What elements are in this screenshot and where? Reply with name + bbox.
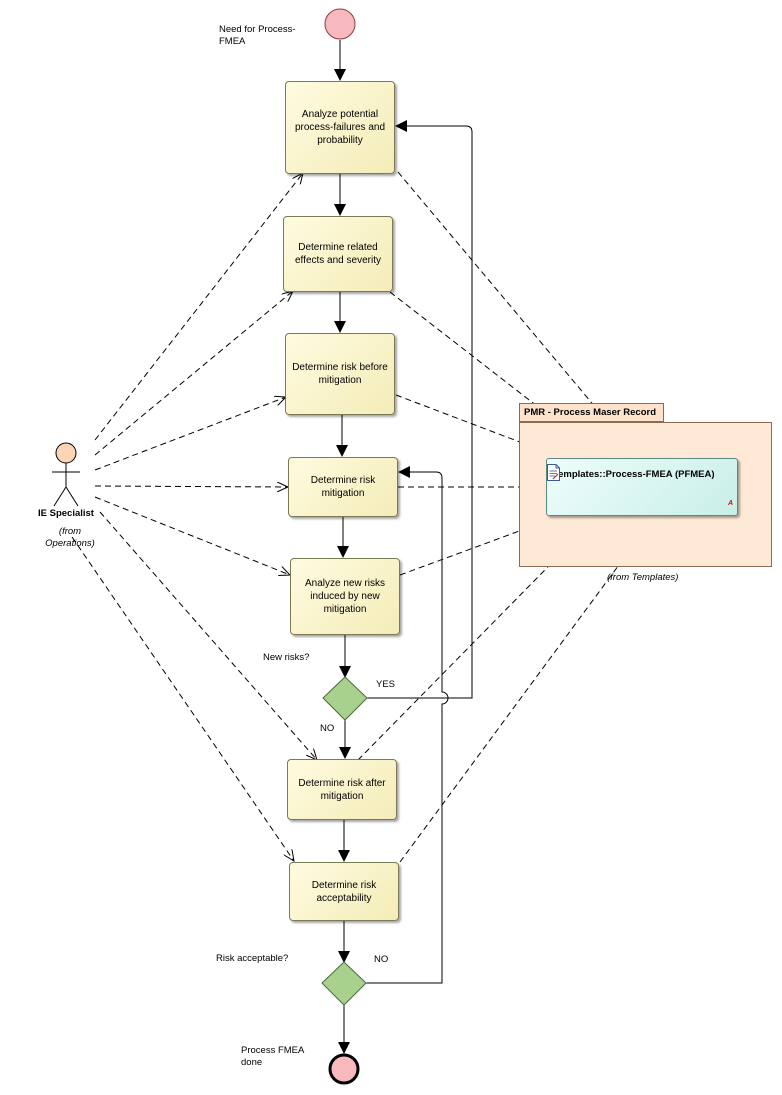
decision-new-risks[interactable] — [322, 676, 368, 721]
end-label: Process FMEA done — [241, 1045, 304, 1068]
artifact-marker: A — [727, 500, 733, 507]
artifact-origin: (from Templates) — [607, 572, 679, 583]
start-node[interactable] — [324, 8, 356, 40]
end-node[interactable] — [328, 1053, 360, 1085]
activity-risk-mitigation[interactable]: Determine risk mitigation — [288, 457, 398, 517]
actor-origin: (from Operations) — [45, 526, 95, 549]
actor-figure[interactable] — [52, 442, 80, 507]
new-risks-no-label: NO — [320, 723, 335, 734]
activity-acceptability[interactable]: Determine risk acceptability — [289, 862, 399, 921]
document-icon — [547, 464, 560, 481]
package-tab[interactable]: PMR - Process Maser Record — [519, 403, 664, 422]
activity-new-risks[interactable]: Analyze new risks induced by new mitigat… — [290, 558, 400, 635]
activity-analyze-failures[interactable]: Analyze potential process-failures and p… — [285, 81, 395, 174]
control-flows — [334, 40, 473, 1054]
actor-name: IE Specialist — [38, 508, 94, 519]
activity-effects-severity[interactable]: Determine related effects and severity — [283, 216, 393, 292]
artifact-label: Templates::Process-FMEA (PFMEA) — [553, 469, 715, 480]
start-label: Need for Process-FMEA — [219, 24, 296, 47]
artifact-pfmea[interactable]: Templates::Process-FMEA (PFMEA) A — [546, 458, 738, 516]
new-risks-label: New risks? — [263, 652, 310, 663]
new-risks-yes-label: YES — [376, 679, 396, 690]
acceptable-no-label: NO — [374, 954, 389, 965]
activity-risk-after[interactable]: Determine risk after mitigation — [287, 759, 397, 820]
acceptable-label: Risk acceptable? — [216, 953, 289, 964]
activity-risk-before[interactable]: Determine risk before mitigation — [285, 333, 395, 415]
decision-risk-acceptable[interactable] — [321, 961, 367, 1006]
